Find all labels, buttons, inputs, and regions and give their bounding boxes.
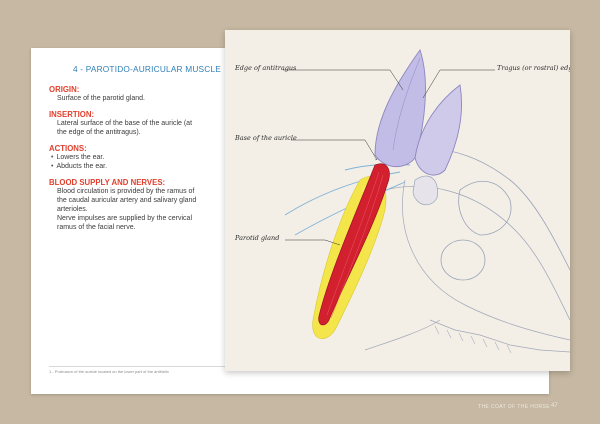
right-ear (414, 84, 462, 176)
origin-heading: ORIGIN: (49, 85, 80, 94)
teeth-line (429, 319, 570, 353)
neck-line (364, 319, 441, 351)
blood-line: Nerve impulses are supplied by the cervi… (57, 215, 193, 222)
cartilage-sketch (412, 175, 438, 206)
parotido-auricular-muscle (318, 163, 390, 326)
actions-block: ACTIONS: Lowers the ear. Abducts the ear… (49, 144, 245, 171)
page-number: 47 (551, 403, 558, 409)
blood-block: BLOOD SUPPLY AND NERVES: Blood circulati… (49, 178, 245, 232)
label-parotid-gland: Parotid gland (235, 234, 280, 242)
insertion-line: Lateral surface of the base of the auric… (57, 120, 193, 127)
leader-antitragus (283, 69, 404, 91)
actions-heading: ACTIONS: (49, 144, 87, 153)
insertion-block: INSERTION: Lateral surface of the base o… (49, 110, 245, 137)
label-edge-antitragus: Edge of antitragus (235, 64, 297, 72)
blood-line: Blood circulation is provided by the ram… (57, 188, 195, 195)
leader-tragus (422, 69, 495, 99)
condyle-sketch (440, 239, 486, 281)
left-ear (374, 49, 426, 168)
footnote-divider (49, 366, 249, 367)
action-item: Lowers the ear. (51, 153, 245, 162)
mandible-outline (402, 179, 570, 341)
blood-line: arterioles. (57, 206, 88, 213)
ear-fold (392, 57, 421, 151)
actions-list: Lowers the ear. Abducts the ear. (49, 153, 245, 171)
section-title: 4 - PAROTIDO-AURICULAR MUSCLE (72, 64, 222, 74)
muscle-fibers (326, 171, 384, 319)
label-base-auricle: Base of the auricle (235, 134, 297, 142)
label-tragus-edge: Tragus (or rostral) edge (497, 64, 570, 72)
skull-outline (374, 147, 570, 271)
blood-line: the caudal auricular artery and salivary… (57, 197, 197, 204)
insertion-line: the edge of the antitragus). (57, 129, 141, 136)
anatomy-illustration: Edge of antitragus Tragus (or rostral) e… (225, 30, 570, 371)
orbit-sketch (458, 181, 512, 236)
running-title: THE COAT OF THE HORSE (478, 404, 551, 410)
teeth-marks (434, 325, 512, 354)
origin-block: ORIGIN: Surface of the parotid gland. (49, 85, 245, 103)
blood-heading: BLOOD SUPPLY AND NERVES: (49, 178, 166, 187)
insertion-heading: INSERTION: (49, 110, 95, 119)
origin-text: Surface of the parotid gland. (57, 95, 145, 102)
gland-lobule (316, 325, 326, 335)
leader-parotid (285, 239, 341, 246)
horse-head-drawing (283, 49, 570, 354)
action-item: Abducts the ear. (51, 162, 245, 171)
text-column: 4 - PAROTIDO-AURICULAR MUSCLE ORIGIN: Su… (49, 64, 245, 239)
leader-base-auricle (291, 139, 378, 161)
footnote: 1 - Protrusion of the auricle located on… (49, 369, 169, 374)
blood-line: ramus of the facial nerve. (57, 224, 136, 231)
